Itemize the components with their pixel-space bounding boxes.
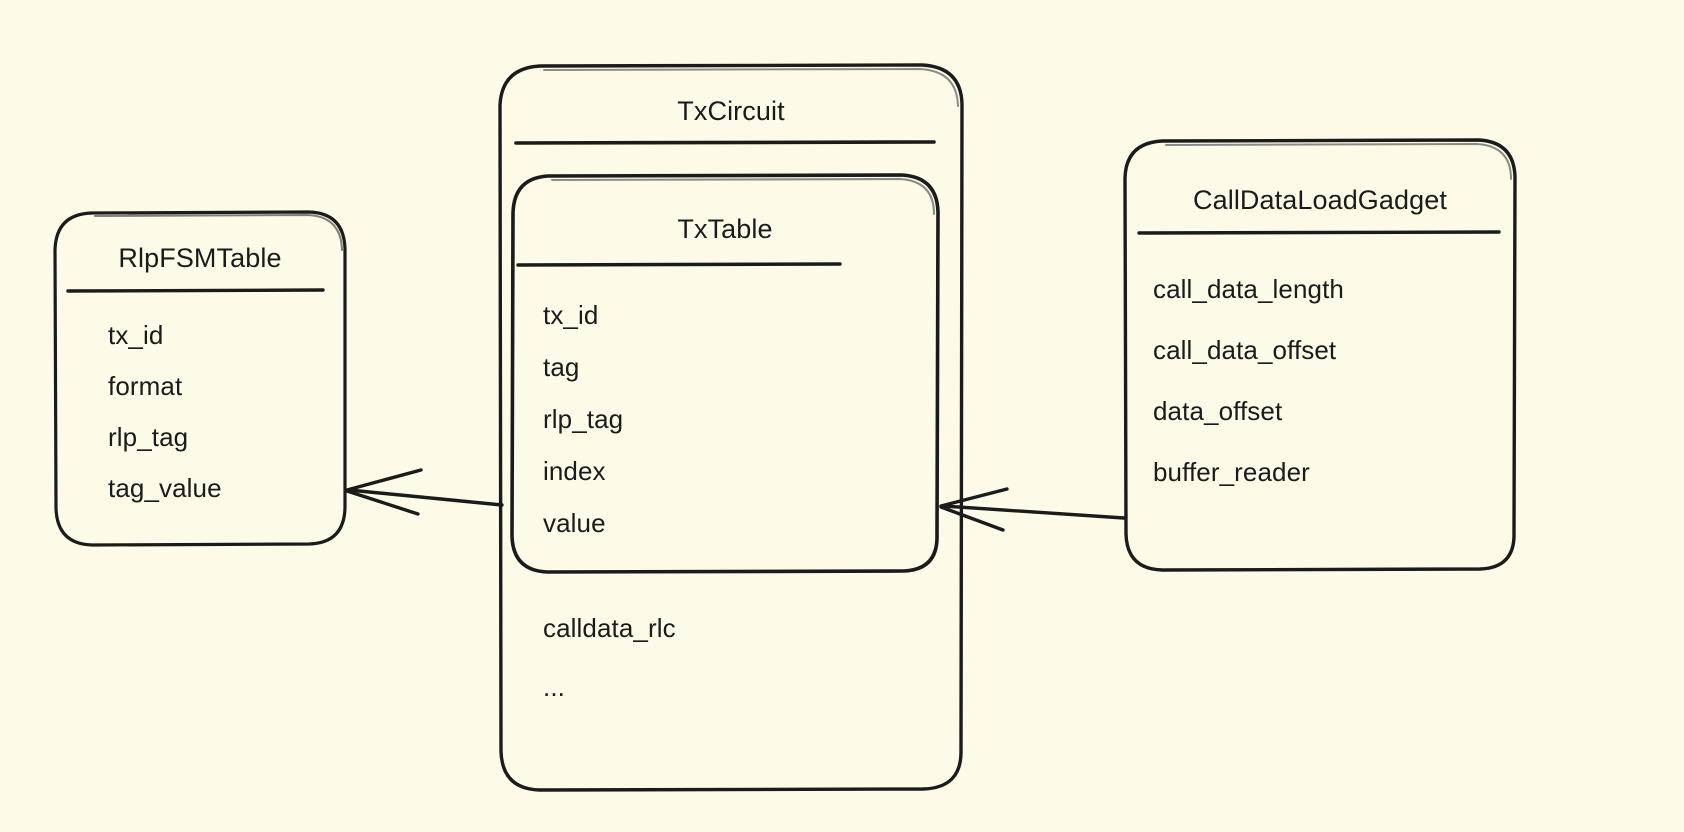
- tx-circuit-field-calldata-rlc: calldata_rlc: [543, 613, 676, 643]
- arrow-txcircuit-to-rlpfsmtable: [345, 468, 504, 516]
- rlp-fsm-table-field-tx-id: tx_id: [108, 320, 164, 350]
- tx-table-field-value: value: [543, 508, 606, 538]
- call-data-load-gadget-field-call-data-length: call_data_length: [1153, 274, 1344, 304]
- tx-circuit-field-list: calldata_rlc ...: [543, 613, 676, 731]
- rlp-fsm-table-field-format: format: [108, 371, 183, 401]
- tx-table-field-rlp-tag: rlp_tag: [543, 404, 624, 434]
- tx-table-field-tx-id: tx_id: [543, 300, 599, 330]
- call-data-load-gadget-field-data-offset: data_offset: [1153, 396, 1283, 426]
- tx-table-title: TxTable: [677, 214, 773, 244]
- tx-table-field-list: tx_id tag rlp_tag index value: [543, 300, 623, 560]
- tx-circuit-title: TxCircuit: [677, 96, 785, 126]
- arrow-calldataloadgadget-to-txtable: [939, 487, 1126, 532]
- call-data-load-gadget-field-list: call_data_length call_data_offset data_o…: [1153, 274, 1344, 518]
- tx-circuit-field-ellipsis: ...: [543, 672, 565, 702]
- rlp-fsm-table-field-list: tx_id format rlp_tag tag_value: [108, 320, 222, 524]
- call-data-load-gadget-field-call-data-offset: call_data_offset: [1153, 335, 1337, 365]
- call-data-load-gadget-field-buffer-reader: buffer_reader: [1153, 457, 1310, 487]
- tx-table-field-index: index: [543, 456, 606, 486]
- tx-table-field-tag: tag: [543, 352, 580, 382]
- rlp-fsm-table-title: RlpFSMTable: [118, 243, 282, 273]
- call-data-load-gadget-title: CallDataLoadGadget: [1193, 185, 1447, 215]
- rlp-fsm-table-field-tag-value: tag_value: [108, 473, 222, 503]
- rlp-fsm-table-field-rlp-tag: rlp_tag: [108, 422, 189, 452]
